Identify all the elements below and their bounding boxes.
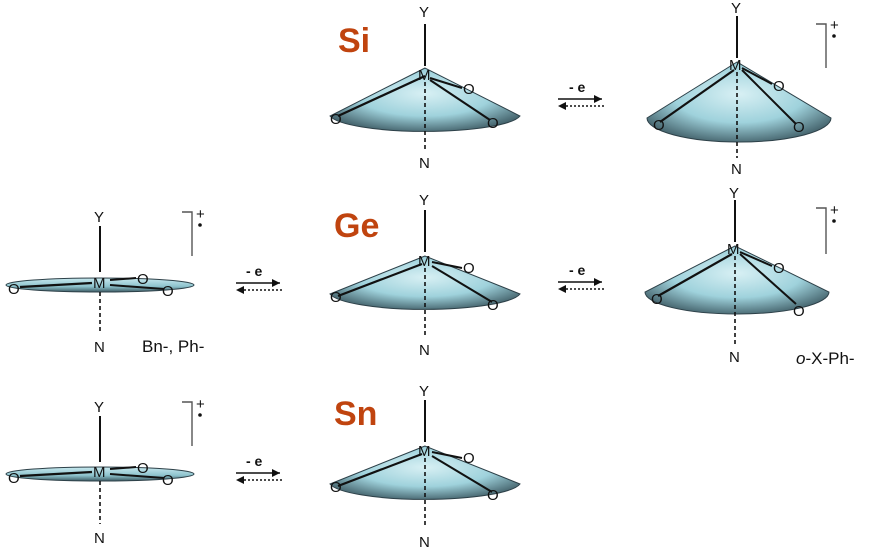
charge-sign: + <box>196 396 205 413</box>
atom-o: O <box>487 115 499 132</box>
substituent-rest: -X-Ph- <box>805 349 854 368</box>
element-label-ge: Ge <box>334 207 379 245</box>
arrow-label: - e <box>569 79 586 95</box>
atom-o: O <box>793 303 805 320</box>
atom-o: O <box>330 289 342 306</box>
structure-sn-neutral: Y M O O O N <box>329 383 521 551</box>
structure-planar-sn: Y M O O O N + <box>5 396 205 547</box>
atom-o: O <box>487 297 499 314</box>
reaction-arrow-sn: - e <box>236 453 284 484</box>
arrow-label: - e <box>246 453 263 469</box>
charge-sign: + <box>196 206 205 223</box>
atom-y: Y <box>419 383 429 400</box>
atom-m: M <box>418 253 431 270</box>
reaction-arrow-ge-left: - e <box>236 263 284 294</box>
charge-sign: + <box>830 17 839 34</box>
charge-sign: + <box>830 202 839 219</box>
atom-m: M <box>727 241 740 258</box>
structure-planar-bn-ph: Y M O O O N + <box>5 206 205 356</box>
atom-o: O <box>137 460 149 477</box>
atom-o: O <box>773 78 785 95</box>
atom-o: O <box>137 271 149 288</box>
atom-o: O <box>8 470 20 487</box>
atom-m: M <box>93 464 106 481</box>
atom-o: O <box>651 291 663 308</box>
structure-ge-cation: Y M O O O N + <box>644 185 839 366</box>
atom-o: O <box>463 260 475 277</box>
arrow-label: - e <box>246 263 263 279</box>
atom-o: O <box>330 479 342 496</box>
atom-o: O <box>463 81 475 98</box>
arrow-label: - e <box>569 262 586 278</box>
atom-o: O <box>653 117 665 134</box>
atom-m: M <box>729 57 742 74</box>
atom-n: N <box>94 530 105 547</box>
structure-ge-neutral: Y M O O O N <box>329 192 521 359</box>
atom-n: N <box>419 534 430 551</box>
atom-n: N <box>419 342 430 359</box>
atom-y: Y <box>419 4 429 21</box>
atom-o: O <box>793 119 805 136</box>
atom-o: O <box>330 111 342 128</box>
atom-o: O <box>162 283 174 300</box>
atom-o: O <box>8 281 20 298</box>
atom-n: N <box>419 155 430 172</box>
atom-y: Y <box>94 399 104 416</box>
substituent-note-right: o-X-Ph- <box>796 349 855 368</box>
atom-o: O <box>162 472 174 489</box>
atom-m: M <box>93 275 106 292</box>
atom-m: M <box>418 443 431 460</box>
atom-m: M <box>418 67 431 84</box>
atom-y: Y <box>419 192 429 209</box>
element-label-si: Si <box>338 22 370 60</box>
atom-n: N <box>731 161 742 178</box>
atom-o: O <box>487 487 499 504</box>
atom-y: Y <box>94 209 104 226</box>
atom-o: O <box>773 260 785 277</box>
atom-n: N <box>94 339 105 356</box>
substituent-note-left: Bn-, Ph- <box>142 337 204 356</box>
substituent-prefix: o <box>796 349 805 368</box>
reaction-arrow-ge-right: - e <box>558 262 606 293</box>
reaction-arrow-si: - e <box>558 79 606 110</box>
structure-si-neutral: Y M O O O N <box>329 4 521 172</box>
structure-si-cation: Y M O O O N + <box>646 0 839 178</box>
atom-o: O <box>463 450 475 467</box>
atom-n: N <box>729 349 740 366</box>
atom-y: Y <box>729 185 739 202</box>
element-label-sn: Sn <box>334 395 377 433</box>
atom-y: Y <box>731 0 741 17</box>
